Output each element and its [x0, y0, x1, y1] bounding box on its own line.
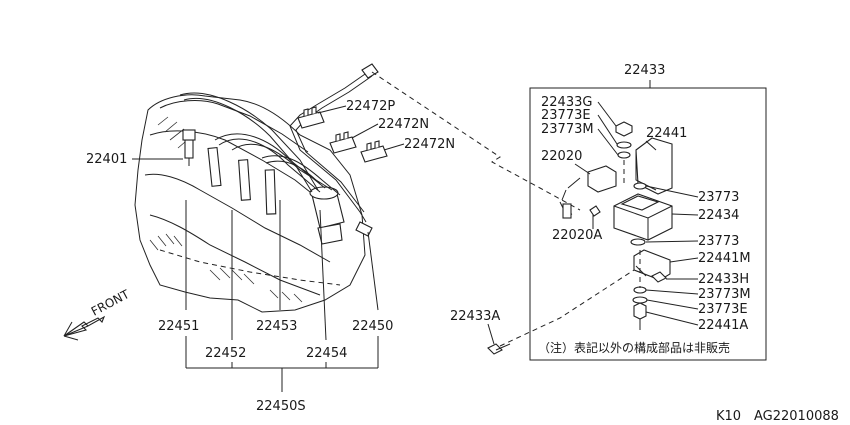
label-23773e-top: 23773E — [541, 108, 591, 123]
label-23773e-bottom: 23773E — [698, 302, 748, 317]
label-22441m: 22441M — [698, 251, 751, 266]
model-code: K10 — [716, 409, 741, 424]
label-22020: 22020 — [541, 149, 582, 164]
label-23773m-bottom: 23773M — [698, 287, 751, 302]
front-direction-arrow — [63, 315, 106, 341]
label-22434: 22434 — [698, 208, 739, 223]
label-22441: 22441 — [646, 126, 687, 141]
front-label: FRONT — [89, 287, 132, 319]
label-22454: 22454 — [306, 346, 347, 361]
label-23773-2: 23773 — [698, 234, 739, 249]
label-22472n-1: 22472N — [378, 117, 429, 132]
coil-assembly-box — [529, 80, 767, 361]
label-22450: 22450 — [352, 319, 393, 334]
label-22441a: 22441A — [698, 318, 748, 333]
label-22433h: 22433H — [698, 272, 749, 287]
label-22472n-2: 22472N — [404, 137, 455, 152]
label-22401: 22401 — [86, 152, 127, 167]
label-22472p: 22472P — [346, 99, 395, 114]
label-22452: 22452 — [205, 346, 246, 361]
coil-assembly-parts — [559, 121, 673, 330]
label-22020a: 22020A — [552, 228, 602, 243]
label-22433g: 22433G — [541, 95, 592, 110]
label-22433: 22433 — [624, 63, 665, 78]
mount-bolt — [487, 343, 511, 355]
label-22450s: 22450S — [256, 399, 306, 414]
label-23773m-top: 23773M — [541, 122, 594, 137]
engine-block-illustration — [134, 94, 373, 313]
spark-plug-drawing — [182, 129, 196, 166]
spark-plug-cords — [179, 63, 379, 223]
label-22433a: 22433A — [450, 309, 500, 324]
label-22453: 22453 — [256, 319, 297, 334]
cord-holders — [297, 106, 388, 163]
label-22451: 22451 — [158, 319, 199, 334]
diagram-code: AG22010088 — [754, 409, 839, 424]
note-text: （注）表記以外の構成部品は非販売 — [538, 340, 730, 355]
label-23773-1: 23773 — [698, 190, 739, 205]
